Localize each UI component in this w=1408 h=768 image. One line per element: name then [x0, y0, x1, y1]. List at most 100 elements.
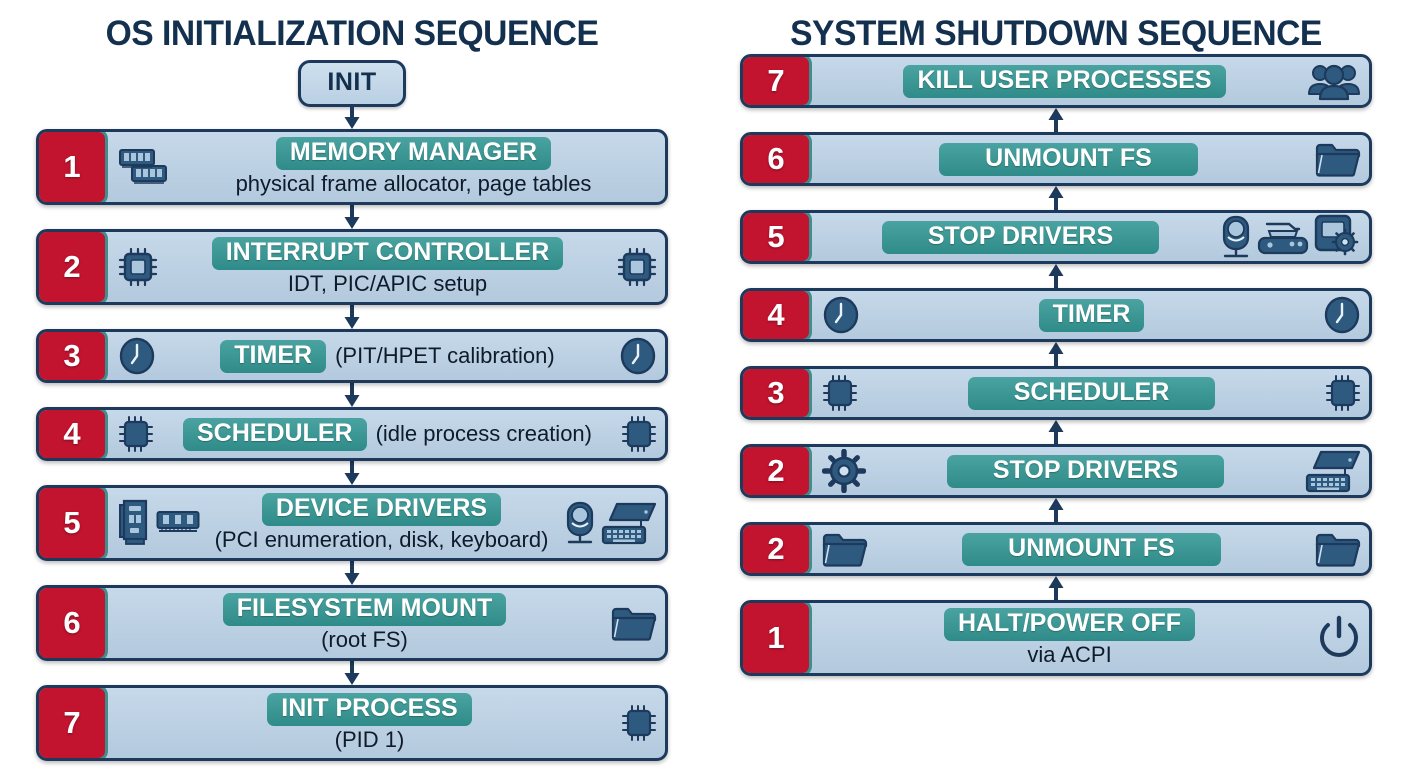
gear-icon: [822, 449, 866, 493]
step-icons-right: [1307, 61, 1361, 101]
step-subtitle: (PIT/HPET calibration): [335, 342, 555, 368]
step-icons-right: [611, 604, 657, 642]
step-icons-left: [822, 296, 860, 334]
step-center: SCHEDULER: [864, 376, 1319, 410]
step-number-badge: 5: [39, 488, 108, 558]
step-icons-right: [1325, 374, 1361, 412]
step-number-badge: 2: [743, 525, 812, 573]
step-subtitle: (PCI enumeration, disk, keyboard): [214, 527, 549, 553]
step-icons-left: [118, 415, 154, 453]
step-body: KILL USER PROCESSES: [812, 57, 1369, 105]
step-number-badge: 3: [39, 332, 108, 380]
webcam-icon: [563, 501, 597, 545]
clock-icon: [619, 337, 657, 375]
step-body: UNMOUNT FS: [812, 525, 1369, 573]
step-number-badge: 4: [743, 291, 812, 339]
step-number-badge: 6: [39, 588, 108, 658]
flow-arrow-down: [0, 461, 704, 485]
folder-icon: [611, 604, 657, 642]
ram-stick-icon: [156, 510, 200, 536]
step-row[interactable]: 5 DEVICE DRIVERS(PCI enumeration, disk, k…: [36, 485, 668, 561]
step-body: SCHEDULER: [812, 369, 1369, 417]
flow-arrow-up: [704, 108, 1408, 132]
monitor-keyboard-icon: [1305, 449, 1361, 493]
step-icons-left: [118, 337, 156, 375]
step-label: STOP DRIVERS: [946, 454, 1225, 488]
step-number-badge: 1: [743, 603, 812, 673]
step-number-badge: 1: [39, 132, 108, 202]
step-subtitle: physical frame allocator, page tables: [235, 171, 592, 197]
flow-arrow-up: [704, 342, 1408, 366]
step-subtitle: (idle process creation): [375, 420, 592, 446]
step-icons-right: [619, 337, 657, 375]
step-label: DEVICE DRIVERS: [261, 493, 502, 527]
chip-icon: [617, 247, 657, 287]
flow-arrow-down: [0, 661, 704, 685]
flow-arrow-down: [0, 205, 704, 229]
step-number-badge: 5: [743, 213, 812, 261]
step-center: TIMER (PIT/HPET calibration): [162, 339, 613, 373]
step-label: HALT/POWER OFF: [943, 608, 1196, 642]
step-row[interactable]: 4 TIMER: [740, 288, 1372, 342]
step-icons-left: [822, 530, 868, 568]
step-label: UNMOUNT FS: [939, 142, 1198, 176]
device-gear-icon: [1313, 214, 1361, 260]
step-body: UNMOUNT FS: [812, 135, 1369, 183]
step-row[interactable]: 2 STOP DRIVERS: [740, 444, 1372, 498]
step-row[interactable]: 5 STOP DRIVERS: [740, 210, 1372, 264]
folder-icon: [1315, 140, 1361, 178]
step-body: TIMER (PIT/HPET calibration): [108, 332, 665, 380]
cpu-icon: [621, 704, 657, 742]
step-icons-left: [118, 247, 158, 287]
clock-icon: [1323, 296, 1361, 334]
flow-arrow-up: [704, 264, 1408, 288]
step-icons-right: [1219, 214, 1361, 260]
step-row[interactable]: 3 TIMER (PIT/HPET calibration): [36, 329, 668, 383]
step-subtitle: (root FS): [321, 627, 408, 653]
step-icons-right: [563, 501, 657, 545]
step-number-badge: 6: [743, 135, 812, 183]
step-number-badge: 7: [743, 57, 812, 105]
cpu-icon: [118, 415, 154, 453]
step-icons-right: [1305, 449, 1361, 493]
step-icons-right: [1315, 140, 1361, 178]
step-center: SCHEDULER(idle process creation): [160, 417, 615, 451]
step-number-badge: 2: [743, 447, 812, 495]
step-icons-left: [118, 147, 170, 187]
step-label: INIT PROCESS: [267, 693, 472, 727]
cpu-icon: [621, 415, 657, 453]
flow-arrow-down: [0, 107, 704, 129]
step-icons-left: [822, 374, 858, 412]
step-body: SCHEDULER(idle process creation): [108, 410, 665, 458]
step-label: SCHEDULER: [967, 376, 1216, 410]
step-icons-right: [1317, 615, 1361, 661]
step-icons-right: [1315, 530, 1361, 568]
step-row[interactable]: 6 UNMOUNT FS: [740, 132, 1372, 186]
step-label: TIMER: [1038, 298, 1145, 332]
ram-icon: [118, 147, 170, 187]
step-center: STOP DRIVERS: [828, 220, 1213, 254]
step-icons-left: [822, 449, 866, 493]
clock-icon: [118, 337, 156, 375]
step-label: TIMER: [220, 339, 327, 373]
step-label: MEMORY MANAGER: [275, 137, 552, 171]
step-icons-right: [617, 247, 657, 287]
step-subtitle: IDT, PIC/APIC setup: [287, 271, 488, 297]
step-icons-right: [1323, 296, 1361, 334]
step-body: STOP DRIVERS: [812, 447, 1369, 495]
